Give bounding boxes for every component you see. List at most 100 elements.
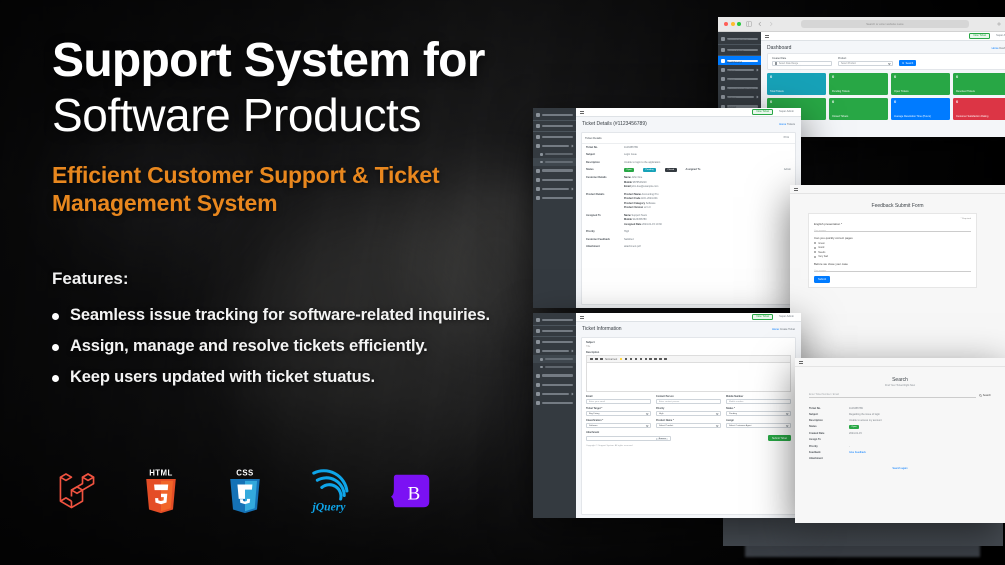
sidebar-user[interactable] xyxy=(533,326,576,337)
sidebar-user[interactable] xyxy=(533,121,576,132)
url-bar[interactable]: Search or enter website name xyxy=(801,20,969,28)
search-user-menu[interactable] xyxy=(992,360,1001,365)
editor-tool-link-icon[interactable] xyxy=(649,357,653,361)
product-select[interactable]: Select Product xyxy=(838,61,893,67)
feedback-answer-1-input[interactable]: Your answer xyxy=(814,228,971,232)
sidebar-item-general-configuration[interactable]: General Configuration xyxy=(718,84,761,93)
editor-tool-align-icon[interactable] xyxy=(639,357,643,361)
ticket-info-sidebar[interactable] xyxy=(533,313,576,518)
sidebar-item-general-configuration[interactable] xyxy=(533,380,576,389)
editor-tool-table-icon[interactable] xyxy=(659,357,663,361)
created-date-input[interactable]: Select Date Range xyxy=(772,61,832,67)
new-tab-icon[interactable] xyxy=(996,21,1002,27)
sidebar-subitem-create-ticket[interactable] xyxy=(533,150,576,158)
sidebar-item-setting[interactable]: Setting xyxy=(718,93,761,102)
feedback-option[interactable]: Great xyxy=(814,242,971,245)
subject-value[interactable]: Title xyxy=(586,346,591,348)
sidebar-item-setting[interactable] xyxy=(533,184,576,193)
feedback-answer-3-input[interactable]: Your answer xyxy=(814,268,971,273)
search-again-link[interactable]: Search again xyxy=(892,467,908,471)
field-select[interactable]: High xyxy=(656,411,721,417)
feedback-nav-item[interactable] xyxy=(980,187,988,192)
breadcrumb[interactable]: Home Tickets xyxy=(779,123,795,126)
editor-tool-list-icon[interactable] xyxy=(644,357,648,361)
filter-search-button[interactable]: Search xyxy=(899,60,917,67)
radio-icon[interactable] xyxy=(814,251,817,254)
rich-text-toolbar[interactable]: Normal text xyxy=(586,355,791,363)
field-select[interactable]: Select Product xyxy=(656,423,721,429)
hamburger-menu-icon[interactable] xyxy=(765,34,769,38)
hamburger-menu-icon[interactable] xyxy=(580,315,584,319)
breadcrumb-home[interactable]: Home xyxy=(779,123,787,126)
hamburger-menu-icon[interactable] xyxy=(799,360,803,364)
user-menu-button[interactable]: Super Admin xyxy=(996,33,1005,37)
sidebar-item-dashboard[interactable] xyxy=(533,337,576,346)
browse-button[interactable]: Browse xyxy=(655,437,668,440)
editor-tool-highlight-icon[interactable] xyxy=(619,357,623,361)
radio-icon[interactable] xyxy=(814,246,817,249)
sidebar-item-general-configuration[interactable] xyxy=(533,175,576,184)
search-input[interactable]: Enter Ticket Number / Email xyxy=(809,392,976,398)
feedback-link[interactable]: Give Feedback xyxy=(849,450,866,454)
minimize-icon[interactable] xyxy=(730,22,735,26)
field-select[interactable]: Software xyxy=(586,423,651,429)
search-button[interactable]: Search xyxy=(978,394,991,397)
feedback-user-menu[interactable] xyxy=(992,187,1001,192)
sidebar-item-logout[interactable]: Logout xyxy=(718,102,761,111)
ticket-information-window[interactable]: New Ticket Super Admin Ticket Informatio… xyxy=(533,313,801,518)
description-editor[interactable] xyxy=(586,362,791,393)
sidebar-item-users[interactable] xyxy=(533,371,576,380)
back-arrow-icon[interactable] xyxy=(757,21,763,27)
editor-tool-underline-icon[interactable] xyxy=(634,357,638,361)
forward-arrow-icon[interactable] xyxy=(768,21,774,27)
sidebar-subitem-search-ticket[interactable] xyxy=(533,158,576,166)
editor-tool-image-icon[interactable] xyxy=(654,357,658,361)
sidebar-item-dashboard[interactable]: Dashboard xyxy=(718,56,761,66)
feedback-option[interactable]: Needs xyxy=(814,251,971,254)
close-icon[interactable] xyxy=(724,22,728,26)
field-select[interactable]: Pending xyxy=(726,411,791,417)
sidebar-item-pages[interactable]: Pages xyxy=(718,65,761,74)
sidebar-item-users[interactable] xyxy=(533,166,576,175)
breadcrumb-home[interactable]: Home xyxy=(772,328,779,331)
sidebar-subitem-search-ticket[interactable] xyxy=(533,363,576,371)
editor-tool-undo-icon[interactable] xyxy=(590,357,593,361)
maximize-icon[interactable] xyxy=(737,22,741,26)
field-input[interactable]: Enter your email xyxy=(586,399,651,405)
feedback-option[interactable]: Very bad xyxy=(814,255,971,258)
search-window[interactable]: Search Find Your Ticket Right Now Enter … xyxy=(795,358,1005,523)
editor-tool-font-icon[interactable] xyxy=(599,357,603,361)
user-menu-button[interactable]: Super Admin xyxy=(779,109,794,113)
search-nav-item[interactable] xyxy=(980,360,988,365)
sidebar-item-dashboard[interactable] xyxy=(533,132,576,141)
traffic-lights[interactable] xyxy=(724,22,741,26)
ticket-details-sidebar[interactable] xyxy=(533,108,576,308)
radio-icon[interactable] xyxy=(814,241,817,245)
field-input[interactable]: Mobile number xyxy=(726,399,791,405)
sidebar-item-pages[interactable] xyxy=(533,141,576,150)
new-ticket-button[interactable]: New Ticket xyxy=(752,108,774,116)
sidebar-item-pages[interactable] xyxy=(533,346,576,355)
ticket-details-window[interactable]: New Ticket Super Admin Ticket Details (#… xyxy=(533,108,801,308)
editor-tool-normal-text-icon[interactable]: Normal text xyxy=(604,357,618,361)
sidebar-subitem-create-ticket[interactable] xyxy=(533,355,576,364)
attachment-input[interactable]: Browse xyxy=(586,436,671,442)
breadcrumb[interactable]: Home Dashboard xyxy=(992,47,1005,50)
radio-icon[interactable] xyxy=(814,255,817,258)
breadcrumb[interactable]: Home Create Ticket xyxy=(772,328,795,331)
sidebar-user[interactable]: Super Admin xyxy=(718,45,761,56)
sidebar-item-users[interactable]: Users xyxy=(718,74,761,83)
print-button[interactable]: Print xyxy=(783,135,789,139)
editor-tool-bold-icon[interactable] xyxy=(624,357,628,361)
hamburger-menu-icon[interactable] xyxy=(794,187,798,191)
new-ticket-button[interactable]: New Ticket xyxy=(752,313,774,321)
feedback-option[interactable]: Good xyxy=(814,246,971,249)
